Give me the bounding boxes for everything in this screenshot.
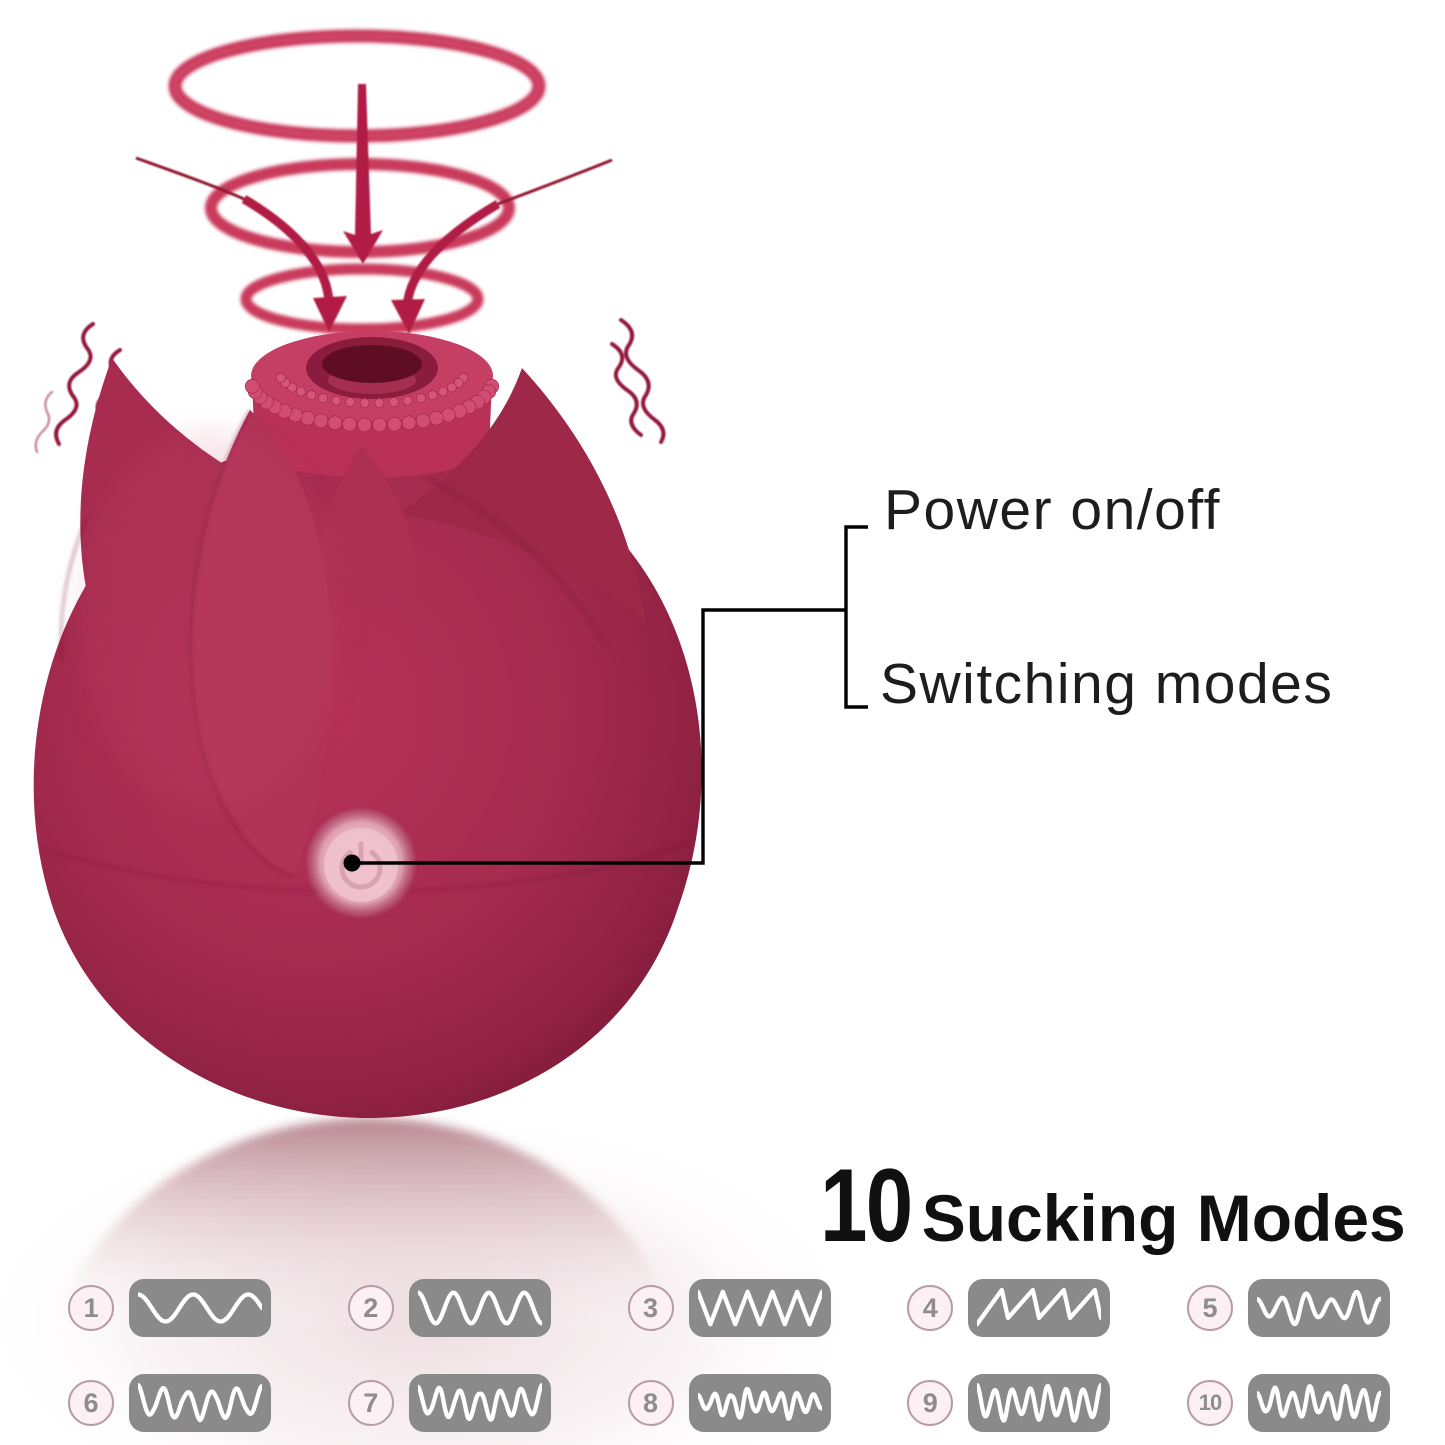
- callout-connector: [352, 608, 846, 865]
- mode-number-badge: 3: [627, 1285, 674, 1331]
- page-title: 10 Sucking Modes: [820, 1154, 1406, 1258]
- mode-number-badge: 2: [347, 1285, 394, 1331]
- vibration-right-icon: [610, 318, 666, 444]
- mode-waveform: [408, 1374, 551, 1432]
- mode-item: 1: [68, 1279, 271, 1337]
- mode-item: 8: [627, 1374, 831, 1432]
- mode-item: 9: [907, 1374, 1111, 1432]
- mode-number-badge: 10: [1187, 1380, 1233, 1426]
- mode-waveform: [129, 1279, 271, 1337]
- mode-number-badge: 9: [907, 1380, 954, 1426]
- mode-number-badge: 8: [627, 1380, 674, 1426]
- bead-ring-inner: [275, 373, 469, 408]
- waveform-icon: [138, 1292, 262, 1324]
- mode-item: 7: [347, 1374, 551, 1432]
- mode-number-badge: 1: [68, 1285, 114, 1331]
- mode-waveform: [129, 1374, 271, 1432]
- modes-row-1: 1 2 3 4 5: [68, 1279, 1390, 1337]
- rose-device: [33, 331, 702, 1118]
- mode-item: 2: [347, 1279, 551, 1337]
- body-highlight: [80, 430, 340, 810]
- mode-item: 3: [627, 1279, 831, 1337]
- mode-waveform: [688, 1374, 831, 1432]
- mode-item: 5: [1187, 1279, 1390, 1337]
- reflection: [33, 1118, 702, 1445]
- modes-row-2: 6 7 8 9 10: [68, 1374, 1390, 1432]
- callout-anchor-dot: [343, 854, 361, 872]
- suction-arrows-icon: [135, 84, 613, 334]
- switching-callout-label: Switching modes: [880, 652, 1334, 716]
- mode-waveform: [968, 1279, 1111, 1337]
- mode-number-badge: 7: [347, 1380, 394, 1426]
- waveform-icon: [697, 1386, 822, 1421]
- waveform-icon: [977, 1287, 1102, 1327]
- mode-number-badge: 6: [68, 1380, 114, 1426]
- mode-number-badge: 4: [907, 1285, 954, 1331]
- heading-number: 10: [820, 1148, 913, 1264]
- waveform-icon: [977, 1382, 1102, 1423]
- mode-item: 4: [907, 1279, 1111, 1337]
- waveform-icon: [138, 1382, 262, 1423]
- heading-label: Sucking Modes: [921, 1181, 1406, 1255]
- bead-ring-outer: [244, 378, 500, 433]
- power-button: [304, 808, 418, 922]
- waveform-icon: [1257, 1383, 1381, 1422]
- waveform-icon: [697, 1289, 822, 1327]
- mode-waveform: [968, 1374, 1111, 1432]
- waveform-icon: [1257, 1289, 1381, 1327]
- mode-waveform: [408, 1279, 551, 1337]
- mode-item: 6: [68, 1374, 271, 1432]
- mode-item: 10: [1187, 1374, 1390, 1432]
- mode-waveform: [1248, 1374, 1390, 1432]
- callout-lines: [343, 525, 868, 872]
- suction-mouth: [244, 331, 500, 478]
- mode-number-badge: 5: [1187, 1285, 1233, 1331]
- waveform-icon: [417, 1290, 542, 1326]
- power-callout-label: Power on/off: [884, 478, 1221, 542]
- callout-bracket: [844, 525, 868, 709]
- waveform-icon: [417, 1382, 542, 1422]
- mode-waveform: [1248, 1279, 1390, 1337]
- mode-waveform: [688, 1279, 831, 1337]
